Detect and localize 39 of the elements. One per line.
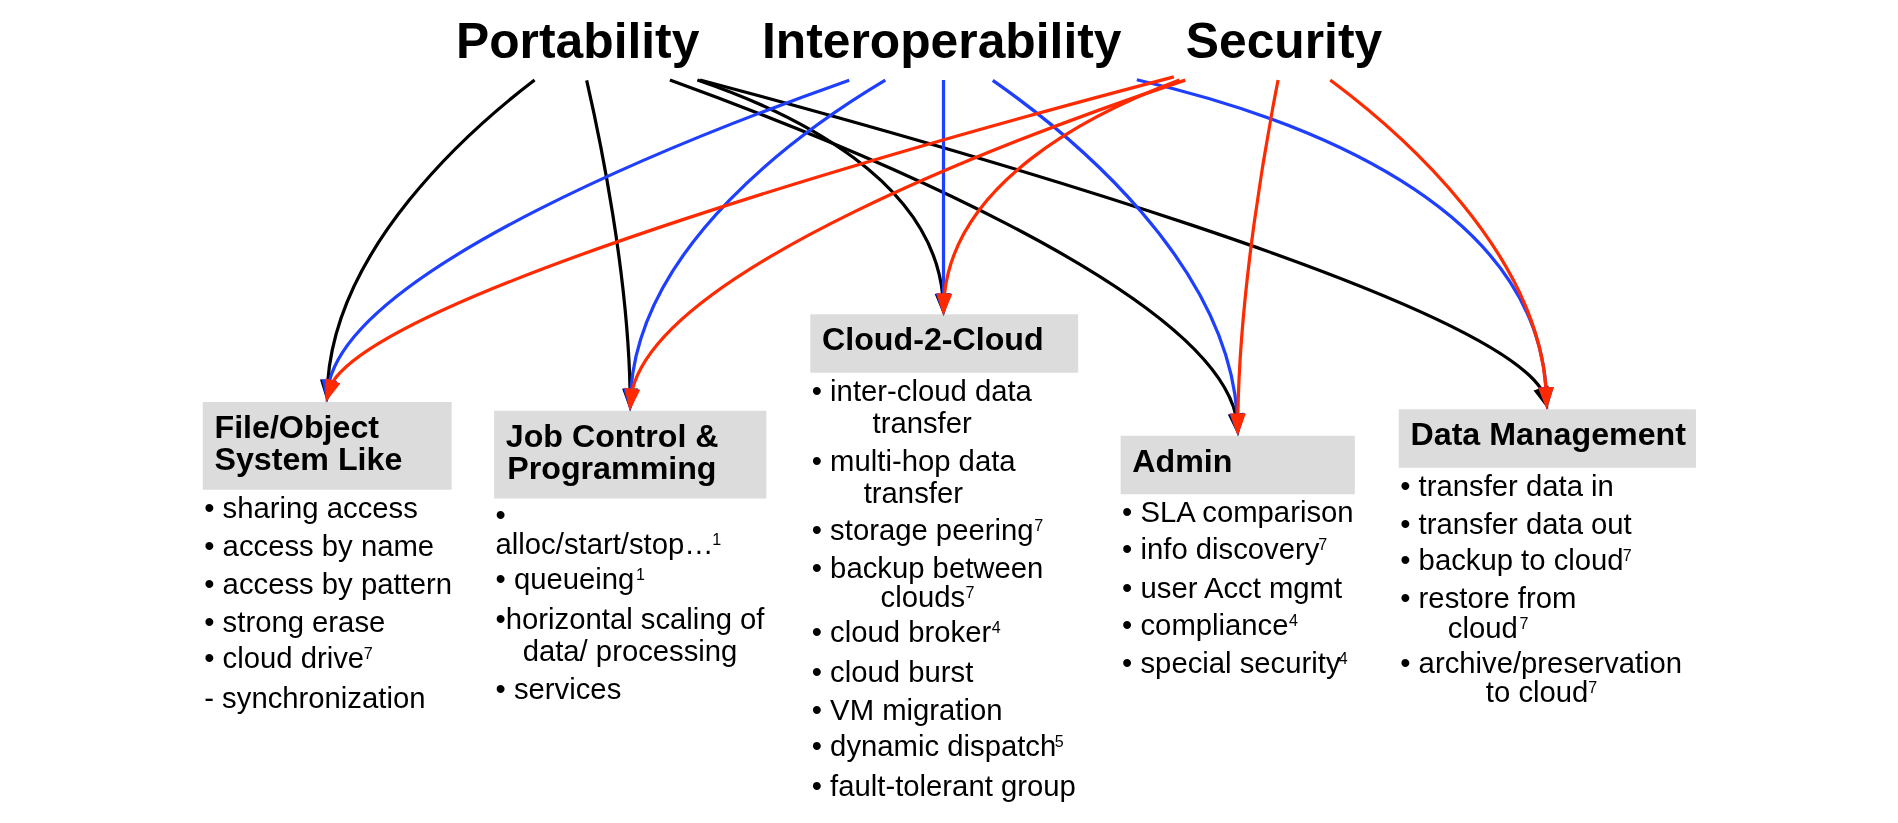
node-label: • restore from cloud$^{7}$ <box>1400 582 1577 644</box>
node-box: File/Object System Like <box>202 402 452 490</box>
node-label: • inter-cloud data transfer <box>811 374 1032 439</box>
node-label: • user Acct mgmt <box>1122 572 1343 605</box>
node-box: Cloud-2-Cloud <box>810 314 1079 373</box>
node-label: • special security$^{4}$ <box>1122 646 1348 679</box>
node-label: • VM migration <box>811 693 1003 726</box>
node-label: • SLA comparison <box>1122 496 1354 529</box>
node-label: • backup to cloud$^{7}$ <box>1400 544 1632 577</box>
node-label: • access by name <box>204 529 435 562</box>
node-label: • transfer data out <box>1400 507 1632 540</box>
node-label: • backup between clouds$^{7}$ <box>811 551 1044 613</box>
node-box: Data Management <box>1398 409 1696 468</box>
node-label: • services <box>495 673 622 706</box>
node-label: •horizontal scaling of data/ processing <box>495 602 765 668</box>
node-box: Job Control & Programming <box>494 410 767 499</box>
node-label: • compliance$^{4}$ <box>1122 608 1298 641</box>
node-label: • cloud broker$^{4}$ <box>811 616 1001 649</box>
node-label: • multi-hop data transfer <box>811 444 1016 509</box>
node-label: • storage peering$^{7}$ <box>811 513 1044 546</box>
node-label: • transfer data in <box>1400 469 1614 502</box>
node-text: Interoperability <box>761 13 1122 70</box>
node-label: • queueing$^{1}$ <box>495 563 646 596</box>
arrow <box>1230 79 1280 437</box>
node-label: • sharing access <box>204 491 418 524</box>
node-label: - synchronization <box>204 681 426 714</box>
node-box: Admin <box>1120 435 1355 495</box>
node-label: • access by pattern <box>204 567 452 600</box>
node-label: • dynamic dispatch$^{5}$ <box>811 730 1064 763</box>
node-label: • cloud drive$^{7}$ <box>204 642 373 675</box>
node-label: • alloc/start/stop…$^{1}$ <box>495 498 722 561</box>
node-label: • fault-tolerant group <box>811 769 1076 802</box>
arrow <box>325 75 1175 403</box>
node-label: • cloud burst <box>811 655 974 688</box>
node-label: • archive/preservation to cloud$^{7}$ <box>1400 646 1683 709</box>
node-text: Security <box>1185 13 1383 70</box>
node-text: Portability <box>456 13 700 70</box>
node-label: • strong erase <box>204 605 386 638</box>
node-label: • info discovery$^{7}$ <box>1122 532 1328 565</box>
